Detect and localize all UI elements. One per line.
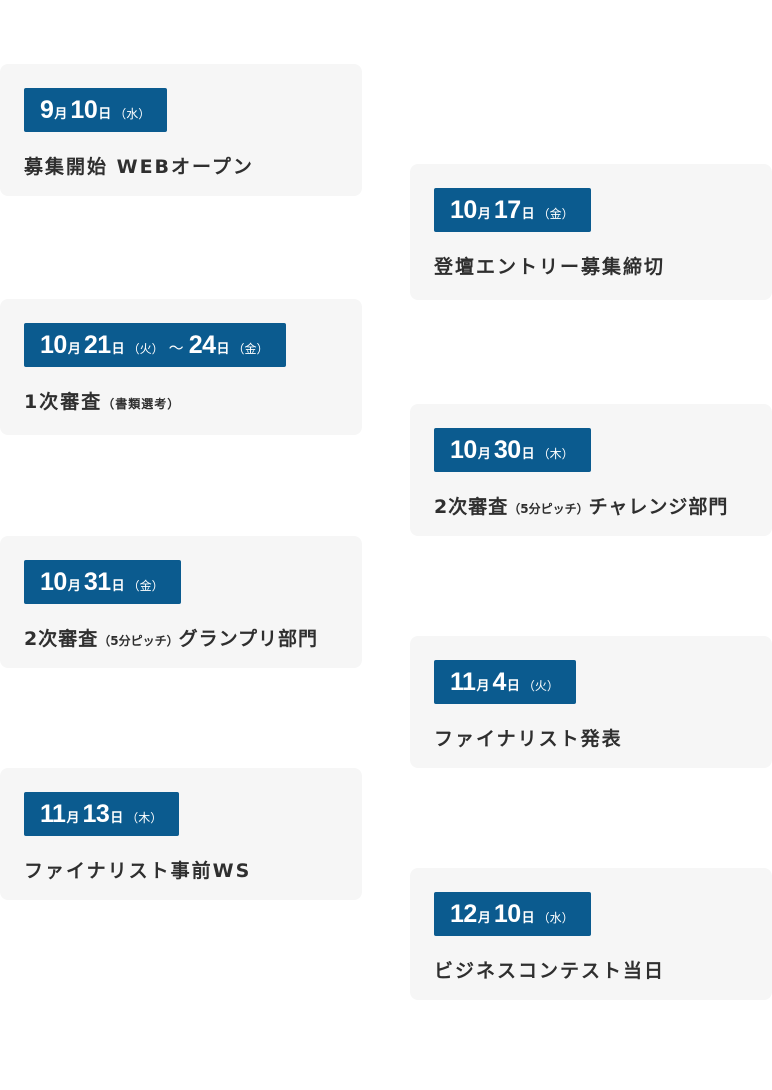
weekday: （木） [537, 447, 574, 461]
event-title-note: （書類選考） [102, 397, 181, 411]
end-weekday: （金） [232, 342, 269, 356]
event-title-main: 2次審査 [434, 496, 509, 518]
event-title-note: （5分ピッチ） [98, 634, 179, 648]
weekday: （火） [522, 679, 559, 693]
day-number: 21 [83, 331, 111, 359]
weekday: （木） [126, 811, 163, 825]
weekday: （水） [537, 911, 574, 925]
event-title: 募集開始 WEBオープン [24, 156, 254, 178]
day-number: 10 [493, 900, 521, 928]
event-title: ビジネスコンテスト当日 [434, 960, 666, 982]
day-unit: 日 [111, 578, 125, 593]
event-title-main: 1次審査 [24, 391, 103, 413]
end-day-number: 24 [188, 331, 216, 359]
month-unit: 月 [67, 341, 81, 356]
event-title-tail: グランプリ部門 [178, 628, 319, 650]
month-number: 10 [40, 568, 67, 596]
month-number: 10 [40, 331, 67, 359]
day-number: 17 [493, 196, 521, 224]
month-unit: 月 [54, 106, 68, 121]
month-number: 11 [40, 800, 66, 828]
month-unit: 月 [476, 678, 490, 693]
event-title: ファイナリスト事前WS [24, 860, 252, 882]
event-title-tail: チャレンジ部門 [588, 496, 729, 518]
weekday: （水） [114, 107, 151, 121]
day-number: 13 [82, 800, 110, 828]
month-unit: 月 [477, 446, 491, 461]
event-title-note: （5分ピッチ） [508, 502, 589, 516]
day-unit: 日 [521, 206, 535, 221]
event-title: 2次審査（5分ピッチ）グランプリ部門 [24, 624, 362, 651]
day-unit: 日 [506, 678, 520, 693]
end-day-unit: 日 [216, 341, 230, 356]
weekday: （金） [537, 207, 574, 221]
day-unit: 日 [521, 910, 535, 925]
weekday: （火） [127, 342, 164, 356]
day-number: 10 [70, 96, 98, 124]
range-separator: ～ [168, 340, 184, 357]
event-title: 登壇エントリー募集締切 [434, 256, 666, 278]
month-number: 9 [40, 96, 54, 124]
month-unit: 月 [66, 810, 80, 825]
event-title: 1次審査（書類選考） [24, 387, 362, 414]
month-number: 12 [450, 900, 477, 928]
month-unit: 月 [477, 206, 491, 221]
month-unit: 月 [67, 578, 81, 593]
event-title-main: 2次審査 [24, 628, 99, 650]
day-number: 30 [493, 436, 521, 464]
event-title: ファイナリスト発表 [434, 728, 623, 750]
month-number: 10 [450, 196, 477, 224]
month-number: 11 [450, 668, 476, 696]
month-unit: 月 [477, 910, 491, 925]
day-unit: 日 [98, 106, 112, 121]
day-unit: 日 [521, 446, 535, 461]
day-number: 4 [492, 668, 506, 696]
day-number: 31 [83, 568, 111, 596]
day-unit: 日 [111, 341, 125, 356]
weekday: （金） [127, 579, 164, 593]
event-title: 2次審査（5分ピッチ）チャレンジ部門 [434, 492, 772, 519]
day-unit: 日 [110, 810, 124, 825]
month-number: 10 [450, 436, 477, 464]
